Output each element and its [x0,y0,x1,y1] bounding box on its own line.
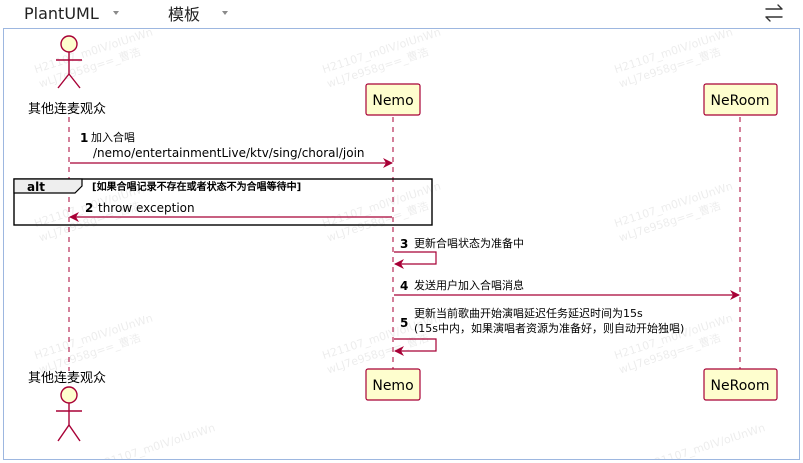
message-label: 发送用户加入合唱消息 [414,278,524,292]
template-select[interactable]: 模板 [168,2,229,24]
participant-label: 其他连麦观众 [28,101,106,117]
message-arrow [394,251,437,269]
participant-label: Nemo [372,93,413,109]
message-number: 3 [400,237,408,251]
message-label: 更新合唱状态为准备中 [414,236,524,250]
swap-arrows-icon[interactable] [763,3,785,23]
alt-frame [13,178,433,226]
participant-box [703,368,778,401]
participant-label: NeRoom [711,378,770,394]
alt-tab [13,178,83,194]
participant-box [703,83,778,116]
message-label: /nemo/entertainmentLive/ktv/sing/choral/… [93,146,365,160]
actor-figure [56,35,82,89]
alt-condition: [如果合唱记录不存在或者状态不为合唱等待中] [92,180,301,193]
message-label: 加入合唱 [91,130,135,144]
alt-label: alt [27,180,45,194]
participant-box [365,83,421,116]
message-number: 4 [400,279,408,293]
language-select[interactable]: PlantUML [24,2,119,24]
message-label: 更新当前歌曲开始演唱延迟任务延迟时间为15s [414,306,643,320]
editor-toolbar: PlantUML 模板 [0,0,803,26]
participant-label: NeRoom [711,93,770,109]
language-select-value: PlantUML [24,3,99,23]
chevron-down-icon [112,11,119,15]
actor-figure [56,386,82,442]
message-label: throw exception [98,201,195,215]
participant-label: Nemo [372,378,413,394]
sequence-diagram: 其他连麦观众 Nemo NeRoom 1 加入合唱 /nemo/entertai… [13,35,778,442]
message-number: 2 [85,201,93,215]
message-arrow [394,338,437,356]
message-number: 1 [80,131,88,145]
message-number: 5 [400,316,408,330]
message-label: (15s中内，如果演唱者资源为准备好，则自动开始独唱) [414,321,684,335]
participant-box [365,368,421,401]
participant-label: 其他连麦观众 [28,370,106,386]
template-select-value: 模板 [168,5,201,24]
chevron-down-icon [222,11,229,15]
